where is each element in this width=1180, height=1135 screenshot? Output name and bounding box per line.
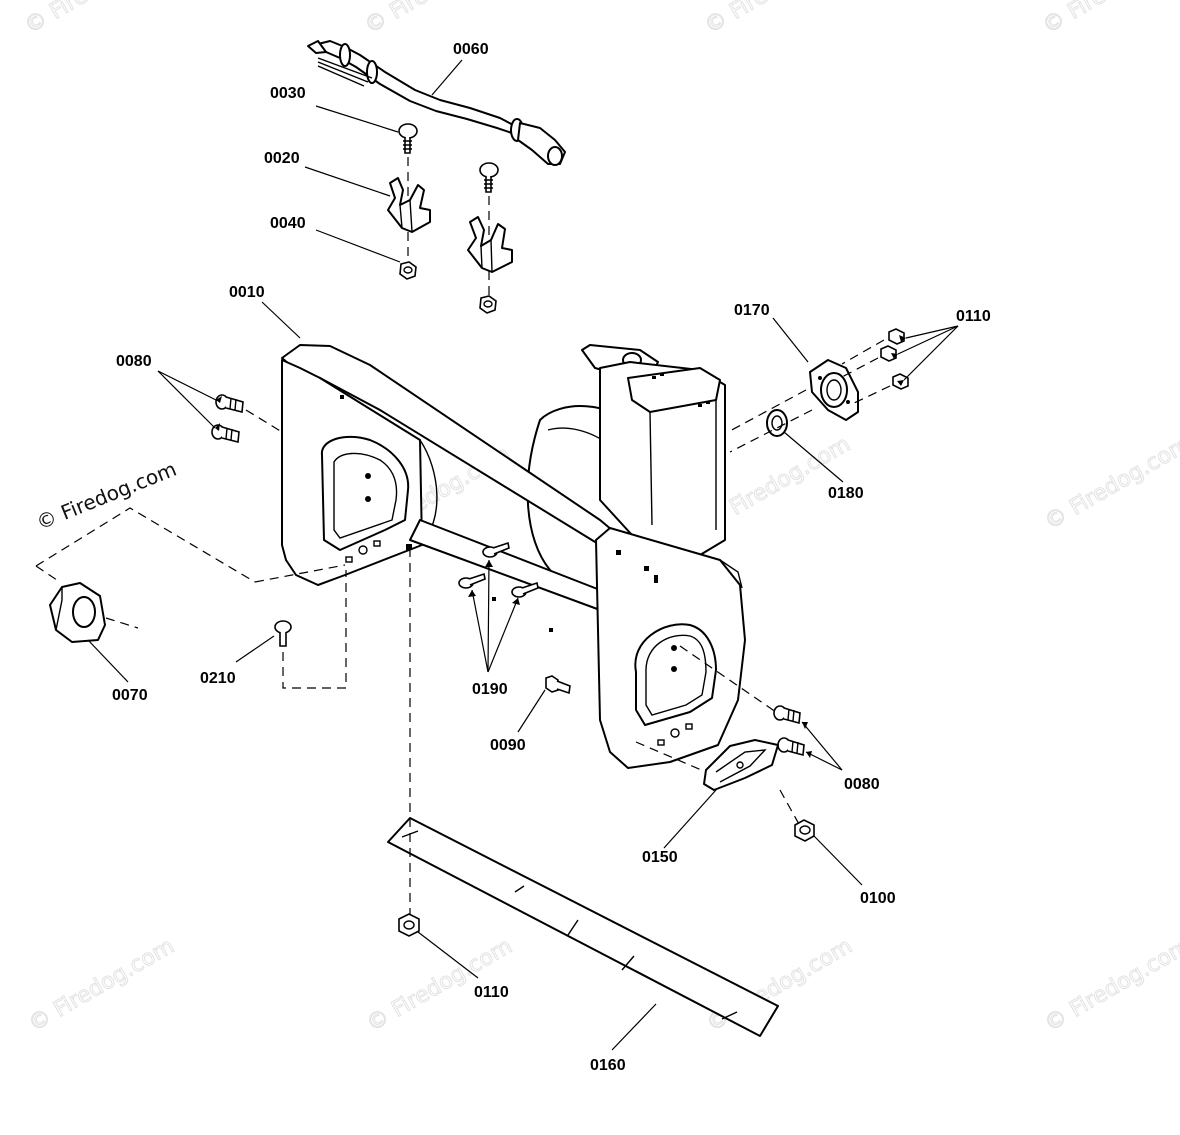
label-0190: 0190 — [472, 681, 508, 698]
label-0010: 0010 — [229, 284, 265, 301]
nut-0110-bottom[interactable] — [398, 913, 420, 937]
watermark-faint: © Firedog.com — [701, 0, 855, 39]
label-0080-right: 0080 — [844, 776, 880, 793]
label-0080-left: 0080 — [116, 353, 152, 370]
scraper-bar-0160[interactable] — [387, 817, 779, 1037]
skid-shoe-0070[interactable] — [49, 582, 106, 643]
bolt-0090[interactable] — [545, 675, 571, 695]
label-0040: 0040 — [270, 215, 306, 232]
label-0060: 0060 — [453, 41, 489, 58]
label-0160: 0160 — [590, 1057, 626, 1074]
chute-clamp-0020-right[interactable] — [467, 216, 513, 273]
label-0030: 0030 — [270, 85, 306, 102]
watermark-faint: © Firedog.com — [25, 934, 179, 1037]
nuts-0110-top[interactable] — [880, 328, 909, 390]
nut-0040-right[interactable] — [479, 295, 497, 314]
screw-0030-right[interactable] — [479, 162, 499, 193]
watermark-faint: © Firedog.com — [1041, 934, 1180, 1037]
nut-0040-left[interactable] — [399, 261, 417, 280]
bolts-0080-left[interactable] — [211, 394, 244, 444]
carriage-bolts-0190[interactable] — [458, 541, 539, 598]
watermark-faint: © Firedog.com — [1039, 0, 1180, 39]
label-0070: 0070 — [112, 687, 148, 704]
discharge-chute-base — [581, 344, 726, 556]
label-0020: 0020 — [264, 150, 300, 167]
leader-lines — [87, 59, 959, 1051]
watermark-faint: © Firedog.com — [1041, 432, 1180, 535]
chute-crank-rod-0060[interactable] — [307, 40, 566, 166]
label-0110-bottom: 0110 — [474, 984, 509, 1001]
skid-shoe-0150[interactable] — [703, 739, 779, 791]
bearing-flange-0170[interactable] — [809, 359, 859, 421]
bolts-0080-right[interactable] — [773, 705, 805, 757]
carriage-bolt-0210[interactable] — [274, 620, 292, 647]
label-0210: 0210 — [200, 670, 236, 687]
watermark-faint: © Firedog.com — [361, 0, 515, 39]
watermark-faint: © Firedog.com — [21, 0, 175, 39]
label-0090: 0090 — [490, 737, 526, 754]
callout-labels: 0060 0030 0020 0040 0010 0170 0110 0080 … — [112, 41, 991, 1074]
label-0100: 0100 — [860, 890, 896, 907]
auger-housing-0010[interactable] — [281, 344, 746, 769]
chute-clamp-0020-left[interactable] — [387, 177, 431, 233]
screw-0030-left[interactable] — [398, 123, 418, 154]
nut-0100[interactable] — [794, 819, 815, 842]
label-0180: 0180 — [828, 485, 864, 502]
label-0170: 0170 — [734, 302, 770, 319]
label-0150: 0150 — [642, 849, 678, 866]
arrowheads — [215, 335, 906, 758]
bearing-0180[interactable] — [766, 409, 788, 437]
label-0110-top: 0110 — [956, 308, 991, 325]
